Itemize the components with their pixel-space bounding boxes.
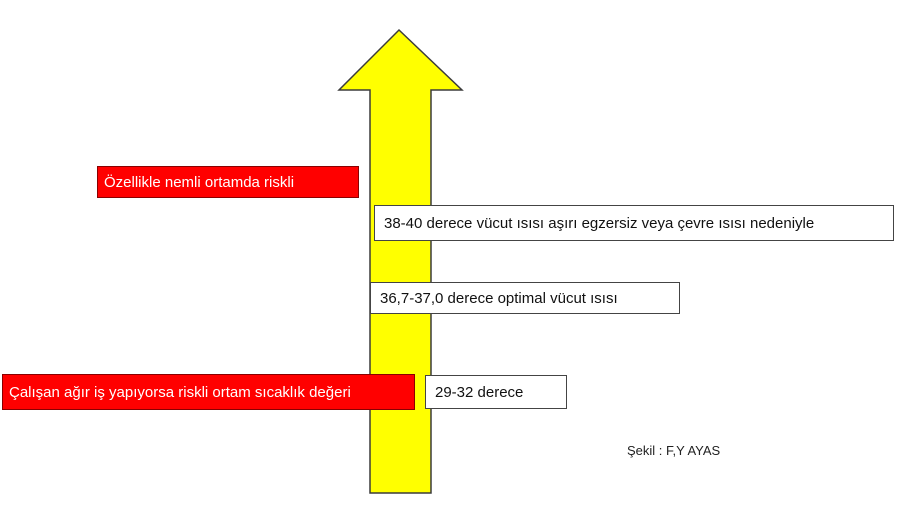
low-range-label: 29-32 derece	[425, 375, 567, 409]
arrow-shape	[337, 28, 464, 494]
figure-caption: Şekil : F,Y AYAS	[627, 443, 721, 458]
heavy-work-risk-text: Çalışan ağır iş yapıyorsa riskli ortam s…	[9, 383, 351, 401]
humid-risk-label: Özellikle nemli ortamda riskli	[97, 166, 359, 198]
high-temp-text: 38-40 derece vücut ısısı aşırı egzersiz …	[384, 214, 815, 232]
heavy-work-risk-label: Çalışan ağır iş yapıyorsa riskli ortam s…	[2, 374, 415, 410]
humid-risk-text: Özellikle nemli ortamda riskli	[104, 173, 295, 191]
optimal-temp-text: 36,7-37,0 derece optimal vücut ısısı	[380, 289, 618, 307]
optimal-temp-label: 36,7-37,0 derece optimal vücut ısısı	[370, 282, 680, 314]
high-temp-label: 38-40 derece vücut ısısı aşırı egzersiz …	[374, 205, 894, 241]
low-range-text: 29-32 derece	[435, 383, 524, 401]
